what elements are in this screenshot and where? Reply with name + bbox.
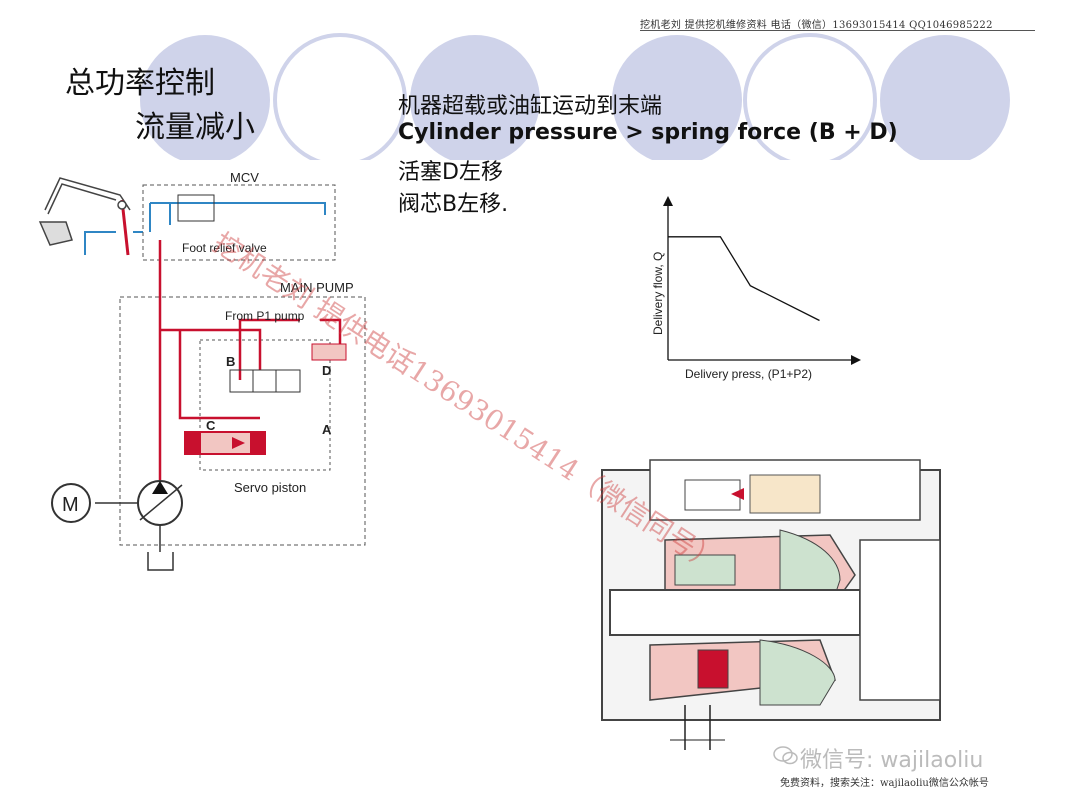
servo-piston-label: Servo piston [234, 480, 306, 495]
flow-pressure-chart: Delivery press, (P1+P2) Delivery flow, Q [651, 196, 861, 381]
decorative-circles [0, 33, 1080, 200]
excavator-icon [38, 177, 131, 256]
chart-series-line [668, 236, 820, 322]
label-a: A [322, 422, 332, 437]
page-title-line2: 流量减小 [135, 110, 255, 145]
wechat-id-text: 微信号: wajilaoliu [800, 748, 984, 773]
header-divider [640, 30, 1035, 31]
description-line-2: Cylinder pressure > spring force (B + D) [398, 120, 898, 145]
chart-axes [667, 202, 855, 361]
description-line-1: 机器超载或油缸运动到末端 [398, 94, 663, 119]
page-title-line1: 总功率控制 [65, 66, 215, 101]
x-axis-arrow [851, 355, 861, 365]
footer-text: 免费资料，搜索关注：wajilaoliu微信公众帐号 [780, 778, 989, 789]
description-line-4: 阀芯B左移. [398, 192, 509, 217]
foot-relief-label: Foot relief valve [182, 241, 267, 255]
y-axis-arrow [663, 196, 673, 206]
header-text: 挖机老刘 提供挖机维修资料 电话（微信）13693015414 QQ104698… [640, 20, 993, 31]
label-b: B [226, 354, 235, 369]
mcv-label: MCV [230, 170, 259, 185]
motor-label: M [62, 494, 79, 516]
y-axis-label: Delivery flow, Q [651, 252, 665, 335]
wechat-icon [773, 746, 798, 765]
x-axis-label: Delivery press, (P1+P2) [685, 367, 812, 381]
label-c: C [206, 418, 216, 433]
description-line-3: 活塞D左移 [398, 160, 503, 185]
label-d: D [322, 363, 331, 378]
hydraulic-schematic: MCV Foot relief valve MAIN PUMP From P1 … [38, 170, 366, 571]
from-p1-label: From P1 pump [225, 309, 305, 323]
main-pump-label: MAIN PUMP [280, 280, 354, 295]
pump-cutaway-illustration [590, 440, 960, 750]
